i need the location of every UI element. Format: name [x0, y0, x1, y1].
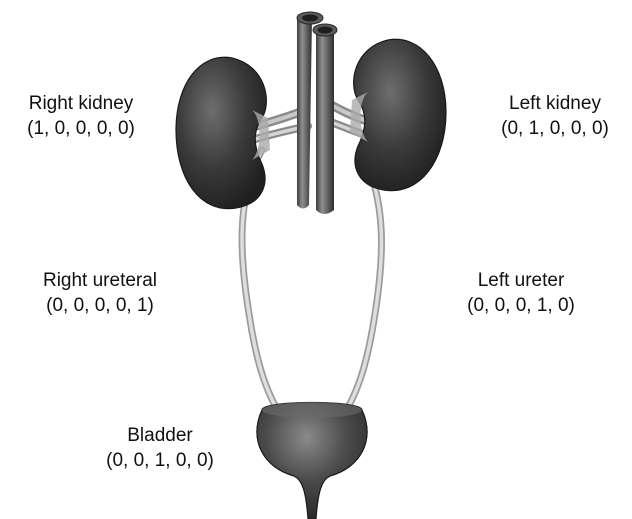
- label-right-kidney-code: (1, 0, 0, 0, 0): [0, 116, 162, 141]
- label-left-ureter-code: (0, 0, 0, 1, 0): [446, 293, 596, 318]
- right-kidney: [176, 57, 270, 208]
- bladder: [257, 402, 367, 519]
- label-right-ureter-name: Right ureteral: [10, 268, 190, 293]
- label-right-ureter: Right ureteral (0, 0, 0, 0, 1): [10, 268, 190, 318]
- aorta-vena-cava: [297, 12, 337, 214]
- label-bladder-code: (0, 0, 1, 0, 0): [75, 448, 245, 473]
- label-left-kidney: Left kidney (0, 1, 0, 0, 0): [478, 91, 632, 141]
- left-kidney: [350, 39, 446, 190]
- label-left-kidney-name: Left kidney: [478, 91, 632, 116]
- label-right-kidney: Right kidney (1, 0, 0, 0, 0): [0, 91, 162, 141]
- label-left-kidney-code: (0, 1, 0, 0, 0): [478, 116, 632, 141]
- label-bladder-name: Bladder: [75, 423, 245, 448]
- label-left-ureter-name: Left ureter: [446, 268, 596, 293]
- label-bladder: Bladder (0, 0, 1, 0, 0): [75, 423, 245, 473]
- label-left-ureter: Left ureter (0, 0, 0, 1, 0): [446, 268, 596, 318]
- label-right-kidney-name: Right kidney: [0, 91, 162, 116]
- label-right-ureter-code: (0, 0, 0, 0, 1): [10, 293, 190, 318]
